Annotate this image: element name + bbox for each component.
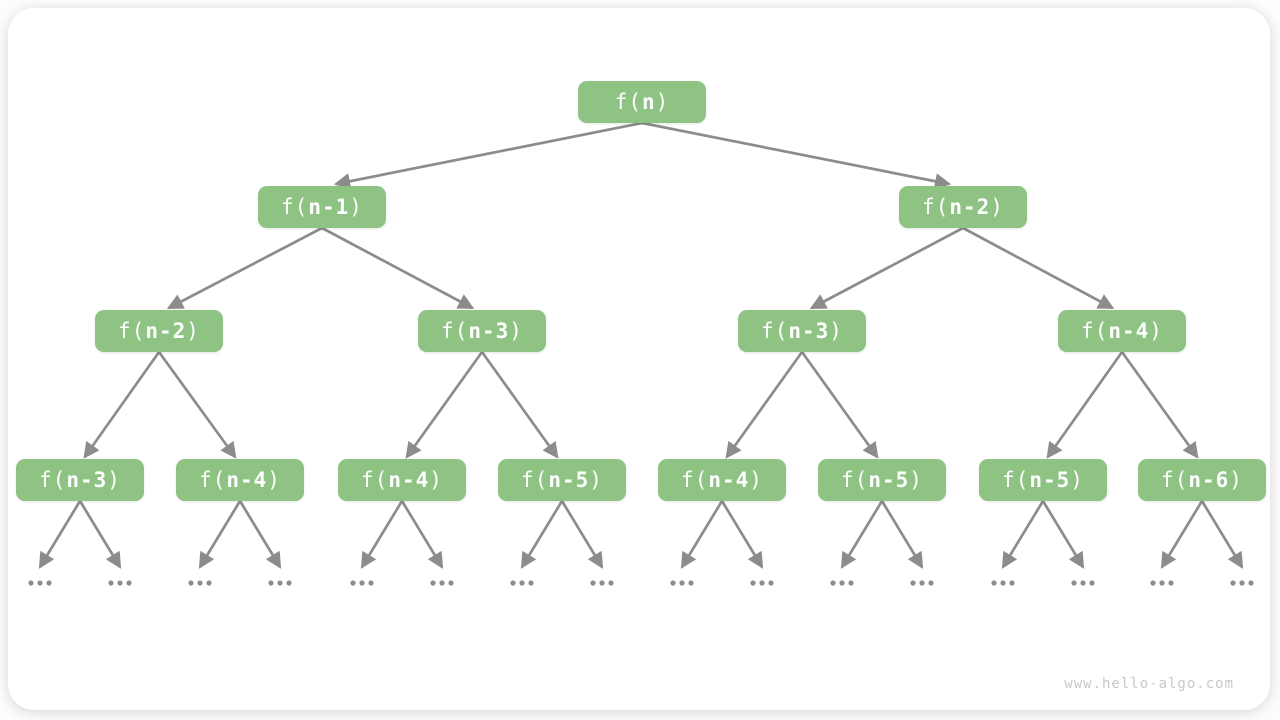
tree-node: f(n)	[578, 81, 706, 123]
tree-node: f(n-2)	[899, 186, 1027, 228]
tree-node: f(n-3)	[418, 310, 546, 352]
figure-card: f(n) f(n-1) f(n-2) f(n-2) f(n-3) f(n-3) f(n-4)…	[8, 8, 1270, 710]
tree-node: f(n-4)	[338, 459, 466, 501]
tree-nodes-layer: f(n) f(n-1) f(n-2) f(n-2) f(n-3) f(n-3) f(n-4)…	[8, 8, 1270, 710]
tree-node: f(n-6)	[1138, 459, 1266, 501]
tree-node: f(n-2)	[95, 310, 223, 352]
tree-node: f(n-4)	[176, 459, 304, 501]
tree-node: f(n-1)	[258, 186, 386, 228]
tree-node: f(n-5)	[979, 459, 1107, 501]
tree-node: f(n-5)	[818, 459, 946, 501]
watermark: www.hello-algo.com	[1064, 676, 1234, 692]
tree-node: f(n-3)	[16, 459, 144, 501]
tree-node: f(n-4)	[658, 459, 786, 501]
tree-node: f(n-5)	[498, 459, 626, 501]
tree-node: f(n-3)	[738, 310, 866, 352]
tree-node: f(n-4)	[1058, 310, 1186, 352]
